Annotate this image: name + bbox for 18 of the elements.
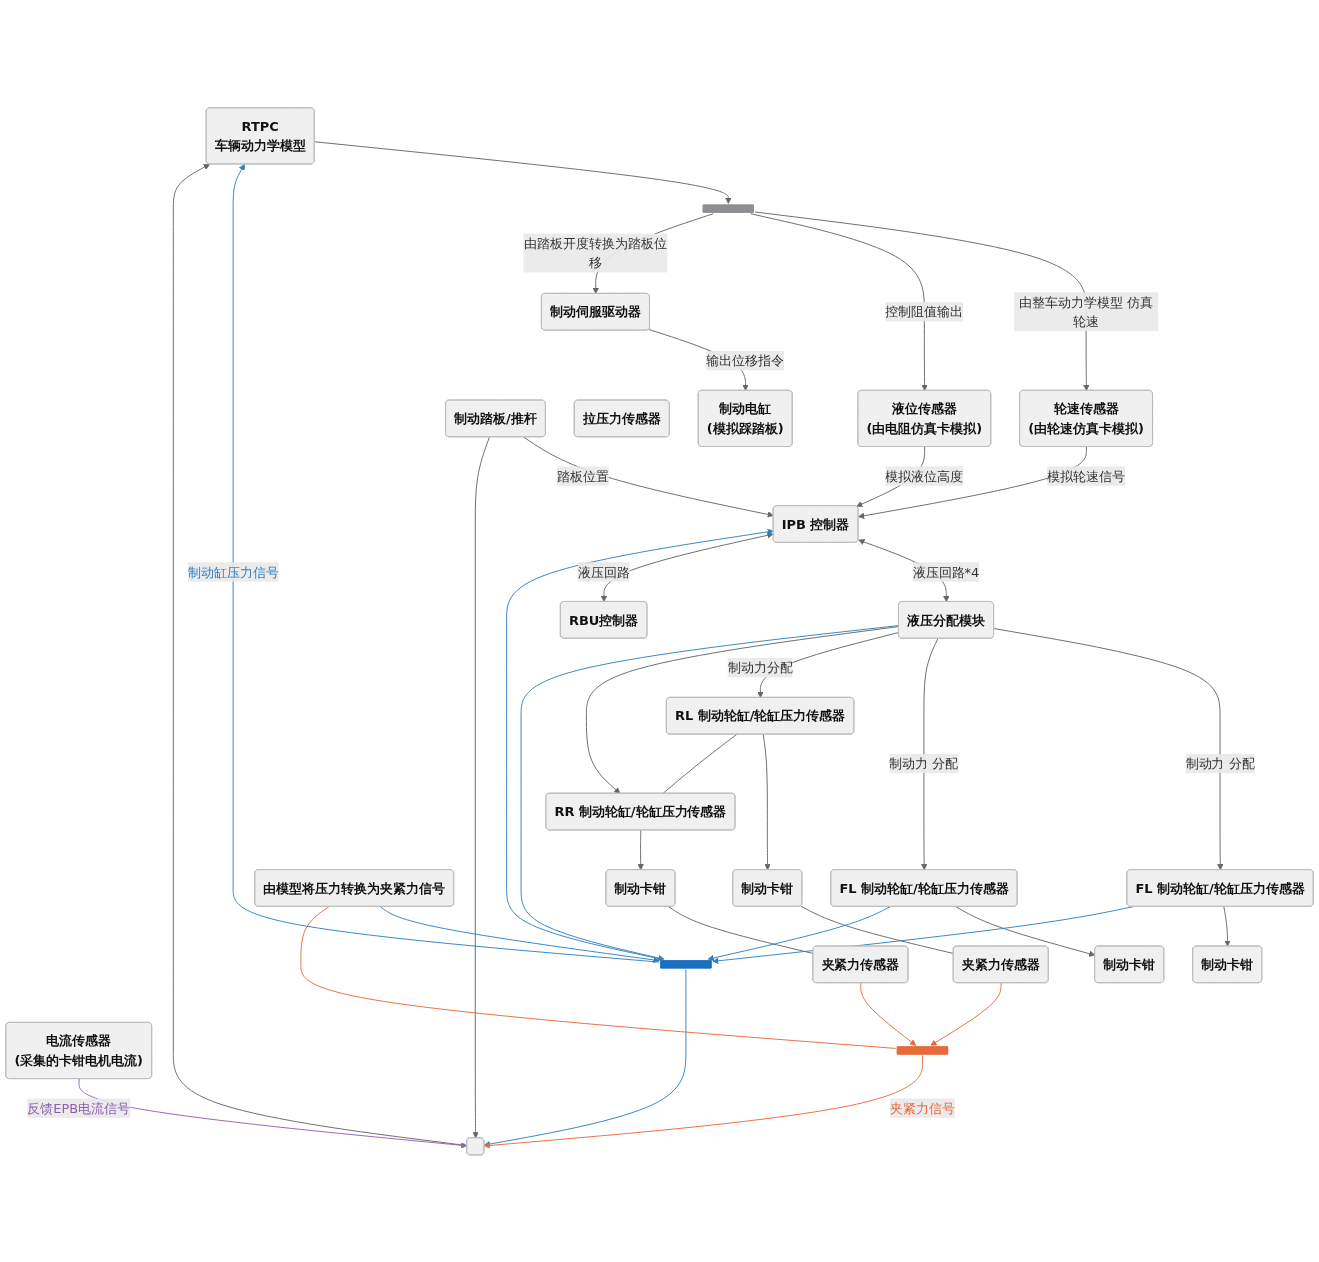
edge-label: 液压回路 [577,563,630,580]
edge-label: 控制阻值输出 [885,303,964,319]
connector [800,905,954,954]
edge-label: 夹紧力信号 [889,1100,955,1116]
edge-label: 液压回路*4 [912,563,980,580]
edge-label: 输出位移指令 [706,352,785,368]
edge-label: 由整车动力学模型 仿真轮速 [1019,294,1154,329]
edge-label: 制动力 分配 [1185,755,1255,771]
edge-label: 反馈EPB电流信号 [27,1100,131,1116]
edge-label: 制动缸压力信号 [187,563,279,580]
edge-label: 制动力分配 [727,659,793,675]
edge-label: 制动力 分配 [889,755,959,771]
edge-label: 模拟轮速信号 [1047,468,1125,484]
edge-label: 由踏板开度转换为踏板位移 [524,235,667,270]
edge-label: 踏板位置 [556,468,609,484]
connector [662,733,738,794]
connector [668,905,814,954]
edge-label: 模拟液位高度 [885,468,964,484]
